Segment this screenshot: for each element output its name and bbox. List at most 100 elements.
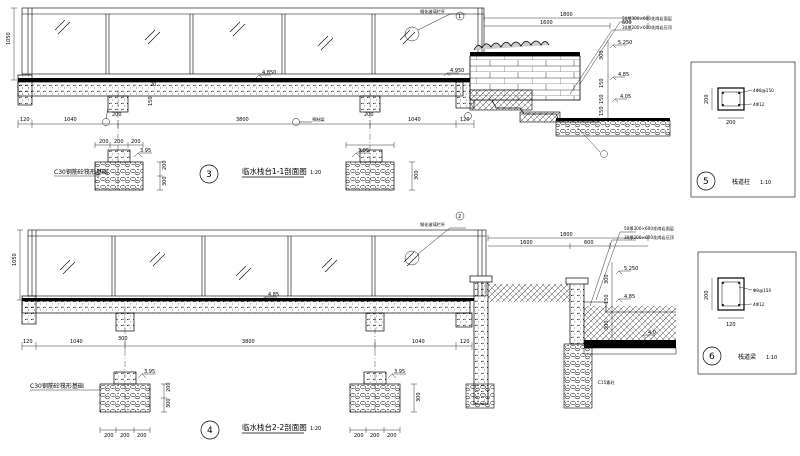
retaining-wall-4 [465, 275, 677, 409]
deck-level-4: 4.85 [268, 292, 279, 298]
foundation-left-4 [99, 371, 151, 413]
right-top-dim-2-3: 600 [622, 20, 632, 26]
found-h-a-3: 200 [162, 160, 168, 170]
deck-slab-3 [17, 74, 482, 109]
right-dim-2-4: 300 [604, 320, 610, 330]
section-title-4: 临水栈台2-2剖面图 [242, 422, 307, 432]
found-dim-a-4: 200 [104, 433, 114, 439]
right-level-1-3: 4.85 [618, 72, 629, 78]
right-level-2-3: 4.05 [620, 94, 631, 100]
right-top-dim-1-4: 1600 [520, 240, 533, 246]
right-level-2-4: 4.0 [648, 330, 656, 336]
level-found-left-4: 3.95 [144, 369, 155, 375]
right-dim-1-3: 150 [599, 78, 605, 88]
right-top-dim-1-3: 1600 [540, 20, 553, 26]
section-4: 1050 [12, 211, 677, 440]
col-rebar-2: 4Φ12 [753, 102, 765, 107]
beam-detail-dim-w: 120 [726, 322, 736, 328]
right-top-dim-0-4: 1800 [560, 232, 573, 238]
rail-height-4: 1050 [12, 253, 18, 266]
found-dim-a-3: 200 [99, 139, 109, 145]
right-dim-2-3: 150 [599, 94, 605, 104]
found-h-r-4: 300 [416, 392, 422, 402]
bottom-dim-3-4: 1040 [412, 339, 425, 345]
bottom-dim-0-3: 120 [20, 117, 30, 123]
foundation-right-3 [345, 149, 395, 191]
section-number-4: 4 [207, 426, 213, 436]
found-dim-b-4: 200 [120, 433, 130, 439]
col-detail-dim-h: 200 [704, 94, 710, 104]
callout-glass-3: 钢化玻璃栏杆 [420, 8, 446, 15]
slab-dim-3: 20 [150, 82, 156, 88]
right-dim-1-4: 150 [604, 294, 610, 304]
bottom-dim-4-4: 120 [460, 339, 470, 345]
foundation-left-3 [94, 149, 144, 191]
callout-right-2-4: 30厚200×600花岗岩压顶 [624, 234, 675, 241]
section-number-5: 5 [703, 177, 709, 187]
base-note-4: C15素砼 [598, 379, 615, 385]
bottom-dim-0-4: 120 [23, 339, 33, 345]
found-dim-d-4: 200 [354, 433, 364, 439]
callout-right-1-3: 50厚300×600花岗岩面层 [622, 15, 672, 22]
section-scale-4: 1:20 [310, 426, 321, 432]
level-found-right-3: 3.95 [358, 148, 369, 154]
deck-slab-4 [21, 295, 474, 328]
found-dim-e-4: 200 [370, 433, 380, 439]
section-5: 200 200 4Φ8@150 4Φ12 5 栈道柱 1:10 [690, 61, 796, 198]
deck-level-3: 4.850 [262, 70, 276, 76]
found-h-r-3: 300 [414, 170, 420, 180]
planter-3 [469, 40, 671, 137]
found-dim-b-3: 200 [114, 139, 124, 145]
right-top-dim-2-4: 600 [584, 240, 594, 246]
section-title-6: 栈道梁 [738, 353, 756, 361]
col-dim-4: 300 [118, 336, 128, 342]
right-dim-3-3: 150 [599, 106, 605, 116]
foundation-label-3: C30钢筋砼筏形基础 [54, 168, 108, 176]
section-number-6: 6 [709, 352, 715, 362]
beam-h-3: 150 [148, 96, 154, 106]
deck-level-right-3: 4.950 [450, 68, 464, 74]
section-scale-5: 1:10 [760, 180, 771, 186]
callout-beam-3: 预制梁 [312, 116, 325, 123]
foundation-label-4: C30钢筋砼筏形基础 [30, 382, 84, 390]
section-6: 200 120 Φ8@150 4Φ12 6 栈道梁 1:10 [697, 251, 797, 375]
beam-rebar-1: Φ8@150 [753, 288, 771, 293]
right-level-0-3: 5.250 [618, 40, 632, 46]
found-dim-f-4: 200 [387, 433, 397, 439]
bottom-dim-3-3: 1040 [408, 117, 421, 123]
found-h-b-3: 300 [162, 176, 168, 186]
level-found-right-4: 3.95 [394, 369, 405, 375]
right-level-1-4: 4.85 [624, 294, 635, 300]
found-h-b-4: 300 [166, 398, 172, 408]
found-dim-c-4: 200 [137, 433, 147, 439]
rail-height-dim-3 [11, 7, 17, 81]
bottom-dim-2-4: 3800 [242, 339, 255, 345]
bottom-dim-1-4: 1040 [70, 339, 83, 345]
rail-height-3: 1050 [6, 32, 12, 45]
col-dim-3: 200 [112, 112, 122, 118]
bottom-dim-2-3: 3800 [236, 117, 249, 123]
right-level-0-4: 5.250 [624, 266, 638, 272]
section-title-3: 临水栈台1-1剖面图 [242, 166, 307, 176]
callout-circle-4: 2 [458, 214, 461, 220]
callout-circle-3: 1 [458, 14, 461, 20]
foundation-right-4 [349, 371, 401, 413]
right-top-dim-0-3: 1800 [560, 12, 573, 18]
glass-railing-3 [21, 7, 485, 75]
callout-glass-4: 钢化玻璃栏杆 [420, 221, 446, 228]
callout-right-1-4: 50厚300×600花岗岩面层 [624, 225, 674, 232]
bottom-dim-4-3: 120 [460, 117, 470, 123]
section-title-5: 栈道柱 [732, 178, 750, 186]
col-dim-r-3: 200 [364, 112, 374, 118]
found-dim-c-3: 200 [131, 139, 141, 145]
level-found-left-3: 3.95 [140, 148, 151, 154]
glass-railing-4 [27, 229, 487, 297]
beam-rebar-2: 4Φ12 [753, 302, 765, 307]
found-h-a-4: 200 [166, 382, 172, 392]
section-scale-6: 1:10 [766, 355, 777, 361]
callout-right-2-3: 30厚200×600花岗岩压顶 [622, 24, 673, 31]
section-scale-3: 1:20 [310, 170, 321, 176]
beam-detail-dim-h: 200 [704, 290, 710, 300]
